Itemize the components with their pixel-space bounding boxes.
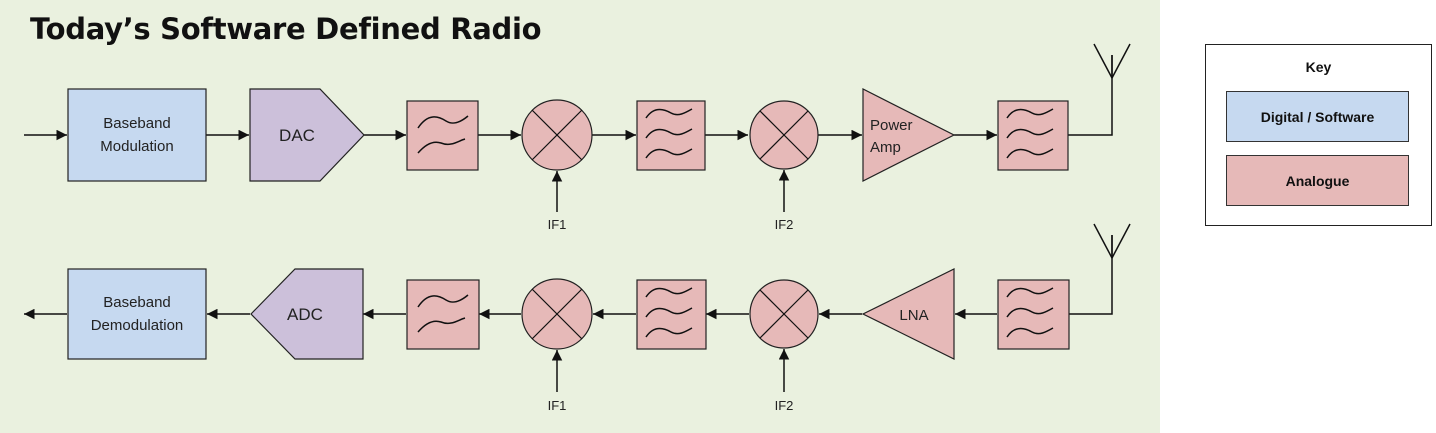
rx-mixer-1-cross-icon: [531, 288, 583, 340]
key-item-digital: Digital / Software: [1226, 91, 1409, 142]
rx-baseband-line2: Demodulation: [91, 317, 184, 334]
tx-if1-label: IF1: [548, 217, 567, 232]
tx-bandpass-filter-2-icon: [1006, 108, 1054, 159]
diagram-background: [0, 0, 1160, 433]
dac-block: [249, 88, 365, 182]
rx-lowpass-filter-icon: [417, 294, 469, 333]
rx-lowpass-filter: [406, 279, 480, 350]
key-panel: Key Digital / Software Analogue: [1205, 44, 1432, 226]
power-amp-line2: Amp: [870, 139, 901, 156]
sdr-diagram: Baseband Modulation DAC IF1: [24, 43, 1131, 413]
rx-bandpass-filter-1-icon: [645, 287, 693, 338]
tx-bandpass-filter-1-icon: [645, 108, 693, 159]
power-amp-block: [862, 88, 956, 182]
key-title: Key: [1305, 59, 1332, 75]
tx-chain: Baseband Modulation DAC IF1: [24, 43, 1131, 232]
tx-baseband-line2: Modulation: [100, 138, 173, 155]
tx-mixer-1-cross-icon: [531, 109, 583, 161]
adc-block: [250, 268, 364, 360]
rx-if1-label: IF1: [548, 398, 567, 413]
rx-bandpass-filter-2-icon: [1006, 287, 1054, 338]
rx-chain: Baseband Demodulation ADC IF1: [24, 223, 1131, 413]
tx-baseband-block: [67, 88, 207, 182]
power-amp-line1: Power: [870, 117, 913, 134]
tx-mixer-2-cross-icon: [759, 110, 809, 160]
tx-antenna-icon: [1093, 43, 1131, 79]
diagram-title: Today’s Software Defined Radio: [30, 12, 542, 46]
tx-baseband-line1: Baseband: [103, 115, 171, 132]
tx-if2-label: IF2: [775, 217, 794, 232]
lna-label: LNA: [899, 307, 928, 324]
rx-antenna-icon: [1093, 223, 1131, 259]
lna-block: [861, 268, 955, 360]
tx-antenna-feed: [1068, 55, 1113, 136]
tx-lowpass-filter: [406, 100, 479, 171]
rx-mixer-2-cross-icon: [759, 289, 809, 339]
tx-lowpass-filter-icon: [417, 115, 469, 154]
rx-baseband-block: [67, 268, 207, 360]
rx-baseband-line1: Baseband: [103, 294, 171, 311]
rx-antenna-feed: [1069, 235, 1113, 315]
rx-if2-label: IF2: [775, 398, 794, 413]
key-item-analogue: Analogue: [1226, 155, 1409, 206]
dac-label: DAC: [279, 126, 315, 145]
adc-label: ADC: [287, 305, 323, 324]
